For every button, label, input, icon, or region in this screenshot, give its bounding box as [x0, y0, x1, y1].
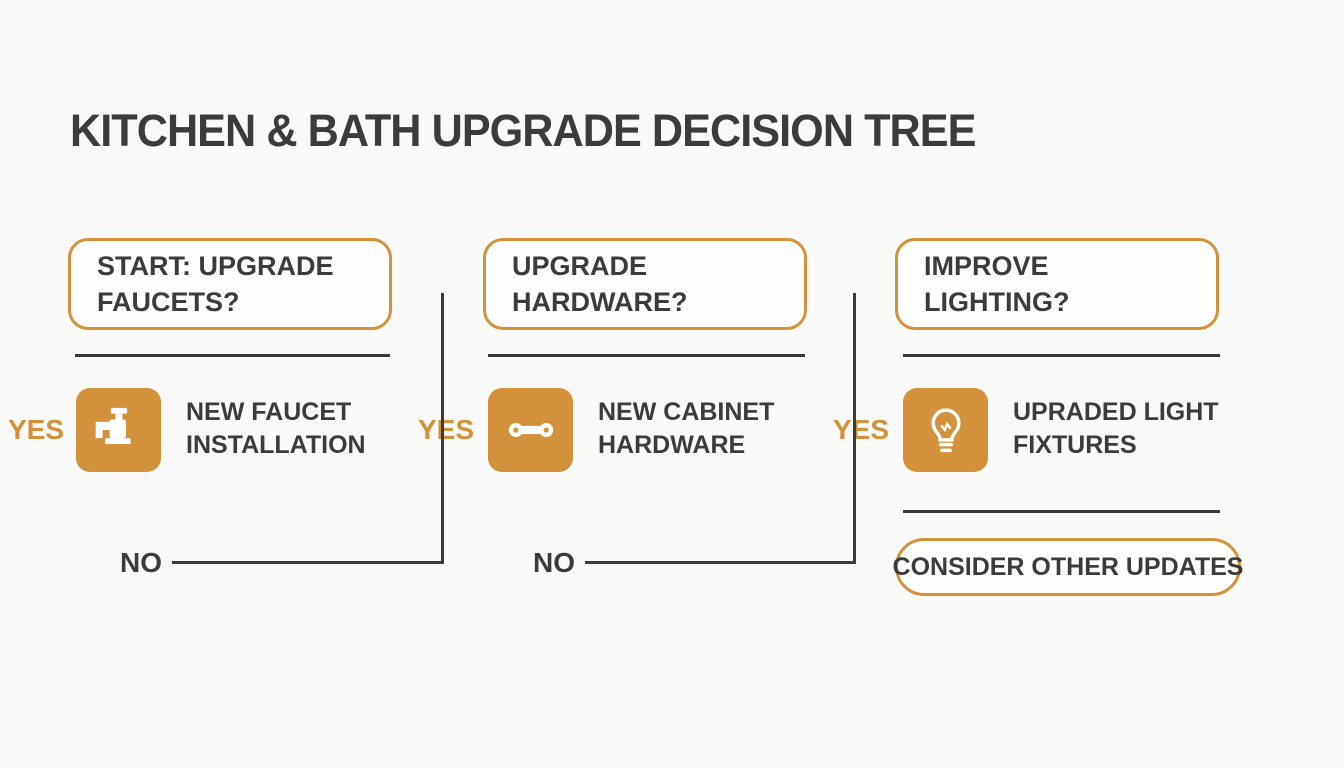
yes-label-3: YES [833, 414, 890, 445]
divider-line-2 [488, 354, 805, 357]
yes-label-2: YES [418, 414, 475, 445]
question-box-faucets: START: UPGRADE FAUCETS? [68, 238, 392, 330]
question-box-hardware: UPGRADE HARDWARE? [483, 238, 807, 330]
yes-label-1: YES [8, 414, 65, 445]
no-branch-line-1 [172, 561, 443, 564]
no-label-1: NO [120, 547, 162, 578]
question-box-lighting: IMPROVE LIGHTING? [895, 238, 1219, 330]
no-branch-line-2 [585, 561, 855, 564]
divider-line-4 [903, 510, 1220, 513]
result-text-hardware: NEW CABINET HARDWARE [598, 398, 775, 459]
cabinet-hardware-icon [488, 388, 573, 472]
divider-line-1 [75, 354, 390, 357]
question-text: IMPROVE LIGHTING? [924, 250, 1070, 317]
connector-vertical-2 [853, 293, 856, 564]
question-text: UPGRADE HARDWARE? [512, 250, 688, 317]
divider-line-3 [903, 354, 1220, 357]
no-label-2: NO [533, 547, 575, 578]
faucet-icon [76, 388, 161, 472]
fallback-text: CONSIDER OTHER UPDATES [892, 552, 1244, 581]
question-text: START: UPGRADE FAUCETS? [97, 250, 334, 317]
lightbulb-icon [903, 388, 988, 472]
result-text-faucet: NEW FAUCET INSTALLATION [186, 398, 366, 459]
fallback-box: CONSIDER OTHER UPDATES [892, 538, 1244, 596]
page-title: KITCHEN & BATH UPGRADE DECISION TREE [70, 105, 976, 156]
connector-vertical-1 [441, 293, 444, 564]
result-text-lighting: UPRADED LIGHT FIXTURES [1013, 398, 1219, 459]
